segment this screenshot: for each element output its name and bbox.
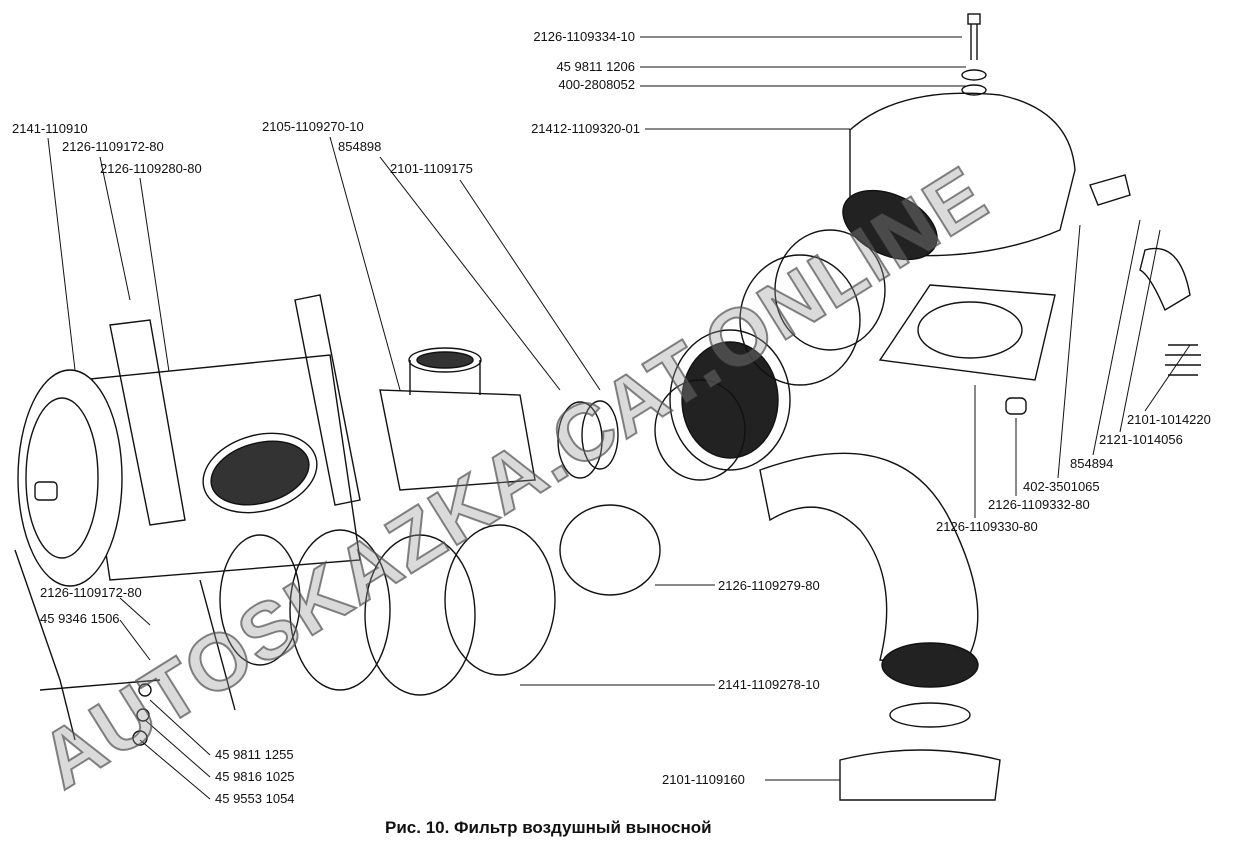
label-hose-175: 2101-1109175 (390, 161, 473, 176)
label-bushing: 402-3501065 (1023, 479, 1100, 494)
label-housing-cover: 21412-1109320-01 (531, 121, 640, 136)
label-hose-small: 2121-1014056 (1099, 432, 1183, 447)
lower-bellows (219, 504, 661, 696)
label-clamp-854898: 854898 (338, 139, 382, 154)
label-bracket-top: 2126-1109280-80 (100, 161, 202, 176)
small-hose (1139, 247, 1191, 312)
label-filter-assembly: 2141-110910 (12, 121, 88, 136)
label-bolt: 2126-1109334-10 (533, 29, 635, 44)
label-washer-1025: 45 9816 1025 (215, 769, 295, 784)
bottom-bracket (14, 549, 236, 746)
label-gasket: 2126-1109330-80 (936, 519, 1038, 534)
intake-elbow (759, 452, 979, 688)
label-spacer: 2126-1109332-80 (988, 497, 1090, 512)
gasket (878, 284, 1056, 381)
label-washer-top: 45 9811 1206 (556, 59, 635, 74)
label-clamp-bottom-left: 2126-1109172-80 (40, 585, 142, 600)
label-washer-1255: 45 9811 1255 (215, 747, 294, 762)
label-clamp-854894: 854894 (1070, 456, 1114, 471)
label-clamp-top-left: 2126-1109172-80 (62, 139, 164, 154)
label-nut-1054: 45 9553 1054 (215, 791, 295, 806)
housing-cover (842, 92, 1131, 261)
upper-bellows (669, 229, 886, 471)
label-spring: 2101-1014220 (1127, 412, 1211, 427)
label-filter-body: 2105-1109270-10 (262, 119, 364, 134)
label-bolt-bottom: 45 9346 1506 (40, 611, 120, 626)
label-bellows: 2141-1109278-10 (718, 677, 820, 692)
leader-lines (47, 36, 1191, 800)
spacer (1005, 397, 1027, 415)
air-filter-housing (17, 294, 361, 587)
label-intake-pipe: 2101-1109160 (662, 772, 745, 787)
figure-caption: Рис. 10. Фильтр воздушный выносной (385, 818, 712, 837)
intake-pipe (839, 702, 1001, 801)
label-washer-rubber: 400-2808052 (558, 77, 635, 92)
spring (1165, 344, 1201, 376)
bolt (961, 13, 987, 96)
filter-body (379, 347, 536, 491)
label-sleeve: 2126-1109279-80 (718, 578, 820, 593)
hose-175 (557, 379, 746, 481)
